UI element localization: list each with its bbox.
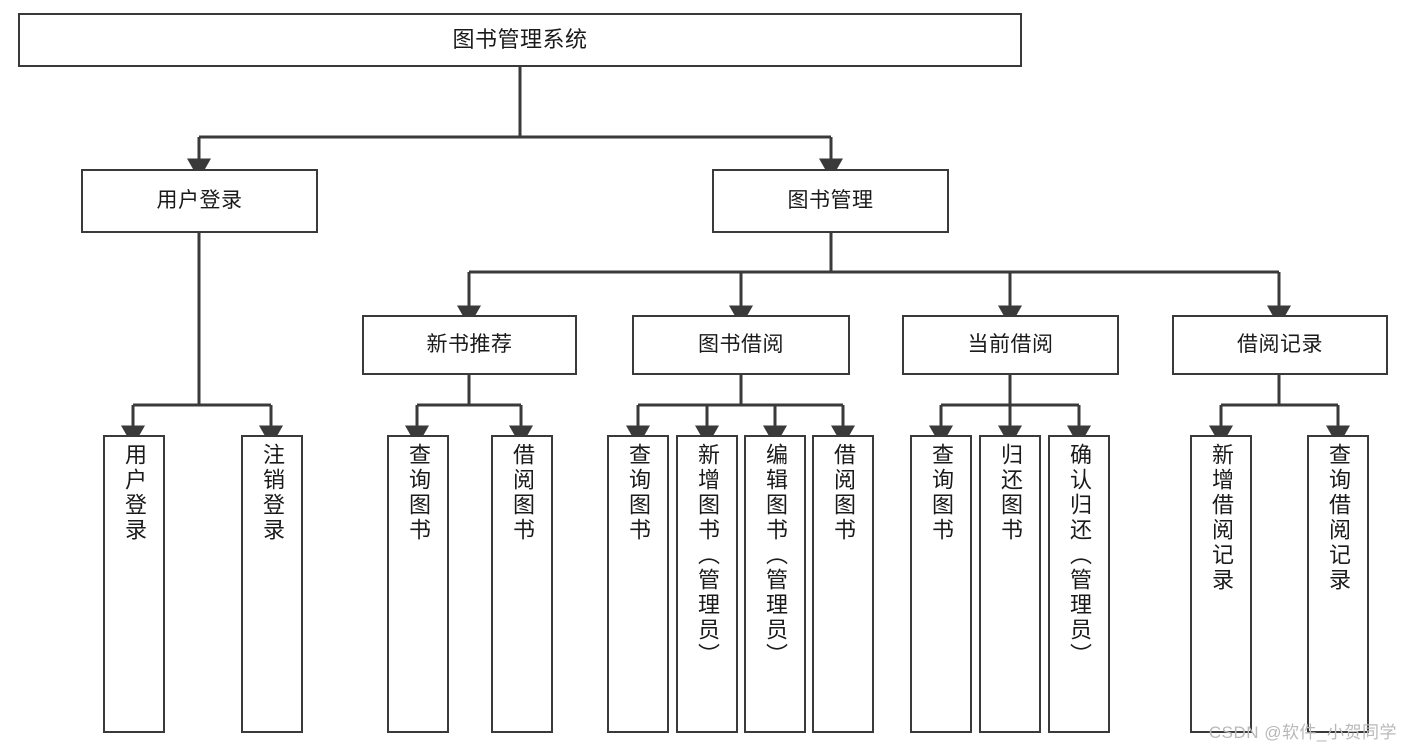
watermark-text: CSDN @软件_小贺同学 xyxy=(1208,723,1397,742)
node-label: 查询图书 xyxy=(929,443,954,543)
leaf-current-query-book[interactable]: 查询图书 xyxy=(910,435,972,733)
node-label: 注销登录 xyxy=(260,443,285,543)
leaf-record-query-record[interactable]: 查询借阅记录 xyxy=(1307,435,1369,733)
node-label: 查询借阅记录 xyxy=(1326,443,1351,593)
node-new-book-recommend[interactable]: 新书推荐 xyxy=(362,315,577,375)
node-label: 新增图书（管理员） xyxy=(695,443,720,668)
leaf-user-login-logout[interactable]: 注销登录 xyxy=(241,435,303,733)
node-label: 查询图书 xyxy=(626,443,651,543)
node-user-login[interactable]: 用户登录 xyxy=(81,169,318,233)
node-label: 借阅记录 xyxy=(1237,332,1323,356)
leaf-new-book-query[interactable]: 查询图书 xyxy=(387,435,449,733)
leaf-borrow-edit-book-admin[interactable]: 编辑图书（管理员） xyxy=(744,435,806,733)
node-label: 用户登录 xyxy=(122,443,147,543)
node-book-management[interactable]: 图书管理 xyxy=(712,169,949,233)
leaf-current-return-book[interactable]: 归还图书 xyxy=(979,435,1041,733)
node-label: 编辑图书（管理员） xyxy=(763,443,788,668)
node-label: 新书推荐 xyxy=(426,332,513,356)
node-label: 确认归还（管理员） xyxy=(1067,443,1092,668)
node-label: 新增借阅记录 xyxy=(1209,443,1234,593)
leaf-record-add-record[interactable]: 新增借阅记录 xyxy=(1190,435,1252,733)
node-label: 图书管理 xyxy=(787,188,874,212)
node-borrow-record[interactable]: 借阅记录 xyxy=(1172,315,1388,375)
node-book-borrow[interactable]: 图书借阅 xyxy=(632,315,850,375)
leaf-user-login-login[interactable]: 用户登录 xyxy=(103,435,165,733)
node-label: 归还图书 xyxy=(998,443,1023,543)
leaf-new-book-borrow[interactable]: 借阅图书 xyxy=(491,435,553,733)
node-label: 当前借阅 xyxy=(967,332,1054,356)
node-label: 图书借阅 xyxy=(698,332,784,356)
leaf-borrow-borrow-book[interactable]: 借阅图书 xyxy=(812,435,874,733)
node-label: 借阅图书 xyxy=(831,443,856,543)
leaf-current-confirm-return-admin[interactable]: 确认归还（管理员） xyxy=(1048,435,1110,733)
leaf-borrow-query-book[interactable]: 查询图书 xyxy=(607,435,669,733)
node-label: 查询图书 xyxy=(406,443,431,543)
leaf-borrow-add-book-admin[interactable]: 新增图书（管理员） xyxy=(676,435,738,733)
node-root-system[interactable]: 图书管理系统 xyxy=(18,13,1022,67)
node-label: 借阅图书 xyxy=(510,443,535,543)
node-label: 用户登录 xyxy=(156,188,243,212)
node-label: 图书管理系统 xyxy=(452,27,588,53)
node-current-borrow[interactable]: 当前借阅 xyxy=(902,315,1119,375)
